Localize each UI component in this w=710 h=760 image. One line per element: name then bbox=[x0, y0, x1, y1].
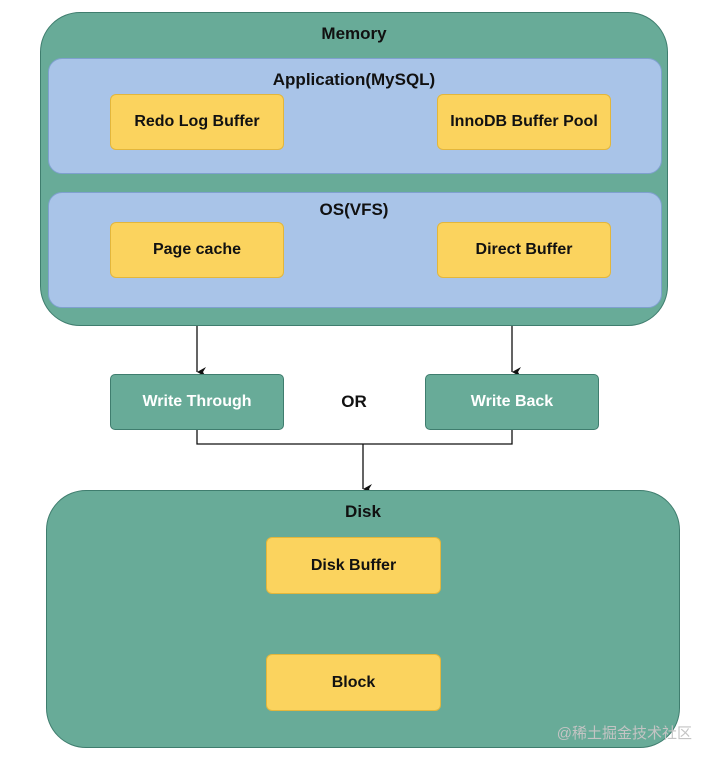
application-title: Application(MySQL) bbox=[272, 70, 436, 89]
disk-buffer-box: Disk Buffer bbox=[266, 537, 441, 594]
redo-log-buffer-box: Redo Log Buffer bbox=[110, 94, 284, 150]
disk-title: Disk bbox=[345, 502, 381, 521]
block-box: Block bbox=[266, 654, 441, 711]
write-through-box: Write Through bbox=[110, 374, 284, 430]
memory-title: Memory bbox=[321, 24, 387, 43]
or-label: OR bbox=[341, 392, 367, 411]
disk-container bbox=[46, 490, 680, 748]
watermark-text: @稀土掘金技术社区 bbox=[556, 725, 692, 742]
merge-connector bbox=[196, 430, 513, 445]
write-back-box: Write Back bbox=[425, 374, 599, 430]
direct-buffer-box: Direct Buffer bbox=[437, 222, 611, 278]
os-title: OS(VFS) bbox=[319, 200, 389, 219]
page-cache-box: Page cache bbox=[110, 222, 284, 278]
innodb-buffer-pool-box: InnoDB Buffer Pool bbox=[437, 94, 611, 150]
